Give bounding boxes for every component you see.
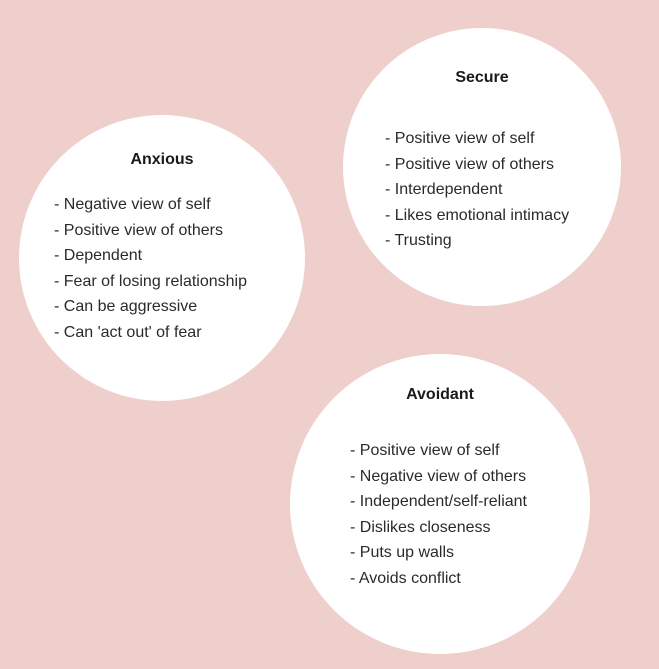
avoidant-trait-list: - Positive view of self - Negative view …	[350, 438, 527, 592]
anxious-trait: - Fear of losing relationship	[54, 272, 247, 290]
anxious-trait: - Can 'act out' of fear	[54, 323, 202, 341]
secure-trait: - Likes emotional intimacy	[385, 206, 570, 224]
avoidant-trait: - Positive view of self	[350, 442, 500, 459]
secure-circle: Secure - Positive view of self - Positiv…	[343, 28, 621, 306]
avoidant-trait: - Puts up walls	[350, 544, 455, 562]
avoidant-trait: - Dislikes closeness	[350, 518, 491, 536]
secure-trait: - Positive view of self	[385, 130, 535, 147]
avoidant-trait: - Negative view of others	[350, 467, 527, 485]
avoidant-trait: - Avoids conflict	[350, 569, 461, 587]
avoidant-trait: - Independent/self-reliant	[350, 493, 527, 511]
secure-trait: - Positive view of others	[385, 155, 554, 173]
secure-trait: - Interdependent	[385, 181, 503, 199]
secure-trait: - Trusting	[385, 232, 452, 250]
anxious-trait: - Negative view of self	[54, 196, 211, 213]
anxious-trait: - Can be aggressive	[54, 298, 198, 316]
avoidant-circle: Avoidant - Positive view of self - Negat…	[290, 354, 590, 654]
secure-trait-list: - Positive view of self - Positive view …	[385, 126, 569, 254]
secure-title: Secure	[455, 69, 509, 86]
anxious-trait: - Positive view of others	[54, 221, 223, 239]
anxious-circle: Anxious - Negative view of self - Positi…	[19, 115, 305, 401]
anxious-trait: - Dependent	[54, 247, 143, 265]
anxious-title: Anxious	[130, 151, 194, 168]
anxious-trait-list: - Negative view of self - Positive view …	[54, 192, 247, 346]
avoidant-title: Avoidant	[406, 386, 474, 403]
